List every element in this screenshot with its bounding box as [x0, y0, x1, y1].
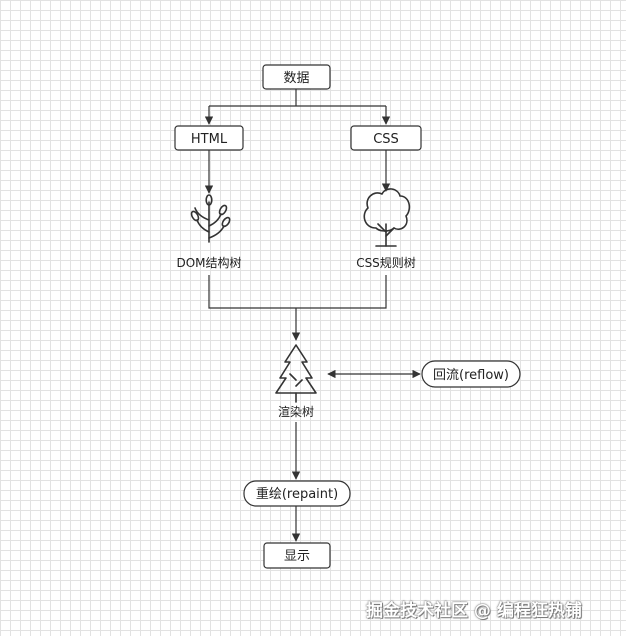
watermark: 掘金技术社区 @ 编程狂热铺: [366, 601, 582, 621]
connector-merge: [208, 275, 387, 309]
node-repaint-label: 重绘(repaint): [256, 486, 338, 502]
node-html[interactable]: HTML: [174, 125, 244, 151]
node-repaint[interactable]: 重绘(repaint): [243, 480, 351, 507]
node-data[interactable]: 数据: [262, 64, 331, 90]
node-html-label: HTML: [191, 132, 228, 147]
sprout-icon: [190, 194, 231, 243]
node-css[interactable]: CSS: [350, 125, 422, 151]
node-display-label: 显示: [284, 549, 310, 564]
node-reflow[interactable]: 回流(reflow): [421, 360, 521, 388]
css-rules-label: CSS规则树: [356, 255, 416, 270]
pine-tree-icon: [275, 344, 317, 403]
dom-tree-label: DOM结构树: [176, 255, 241, 270]
render-tree-label: 渲染树: [278, 404, 314, 419]
connectors: [204, 89, 421, 542]
node-display[interactable]: 显示: [263, 542, 331, 569]
node-reflow-label: 回流(reflow): [433, 368, 509, 383]
bushy-tree-icon: [363, 188, 411, 247]
node-css-label: CSS: [373, 132, 399, 147]
node-data-label: 数据: [283, 71, 309, 86]
